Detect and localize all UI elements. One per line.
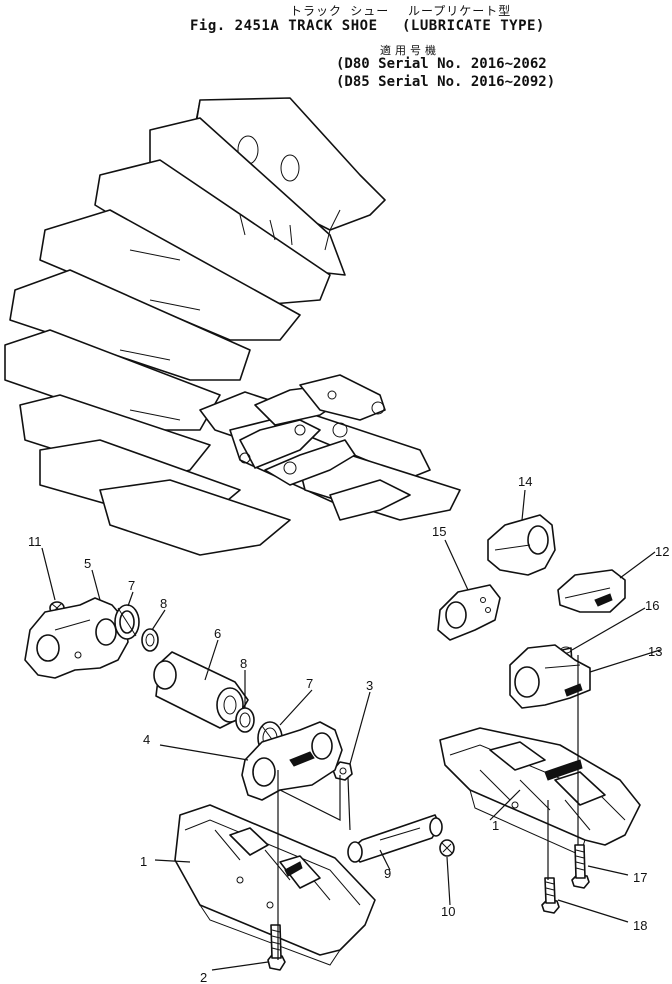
callout-1-right: 1	[492, 818, 499, 833]
callout-8-right: 8	[240, 656, 247, 671]
part-1-shoe-left	[174, 804, 376, 966]
figure-title: Fig. 2451A TRACK SHOE	[190, 18, 378, 34]
callout-3: 3	[366, 678, 373, 693]
part-18-bolt	[541, 877, 560, 914]
callout-11: 11	[28, 534, 42, 549]
part-4-master-link	[241, 721, 343, 801]
callout-4: 4	[143, 732, 150, 747]
callout-7-right: 7	[306, 676, 313, 691]
part-9-pin	[347, 814, 443, 863]
leader-lines	[41, 489, 661, 971]
part-10-plug	[439, 839, 455, 857]
callout-12: 12	[655, 544, 669, 559]
callout-1-left: 1	[140, 854, 147, 869]
track-assembly-illustration	[4, 97, 461, 556]
callout-16: 16	[645, 598, 659, 613]
callout-6: 6	[214, 626, 221, 641]
type-label: (LUBRICATE TYPE)	[402, 18, 545, 34]
callout-18: 18	[633, 918, 647, 933]
callout-15: 15	[432, 524, 446, 539]
part-3-nut	[332, 761, 353, 781]
callout-13: 13	[648, 644, 662, 659]
callout-2: 2	[200, 970, 207, 984]
part-7-seal-left	[114, 604, 140, 640]
part-12-link-half	[557, 569, 626, 613]
type-japanese: ループリケート型	[408, 4, 512, 18]
applicable-models-japanese: 適用号機	[380, 44, 440, 57]
assembly-guide-lines	[277, 655, 579, 960]
callout-17: 17	[633, 870, 647, 885]
title-japanese: トラック シュー	[290, 4, 390, 18]
part-15-link-half	[437, 584, 501, 641]
part-1-shoe-right	[439, 727, 641, 856]
serial-line-d85: (D85 Serial No. 2016~2092)	[336, 74, 556, 90]
callout-7-left: 7	[128, 578, 135, 593]
part-6-bushing	[153, 651, 249, 729]
callout-14: 14	[518, 474, 532, 489]
callout-10: 10	[441, 904, 455, 919]
part-8-ring-left	[141, 628, 159, 652]
part-5-link	[24, 597, 129, 679]
part-14-link-half	[487, 514, 556, 576]
part-8-ring-right	[235, 707, 255, 733]
serial-line-d80: (D80 Serial No. 2016~2062	[336, 56, 547, 72]
callout-9: 9	[384, 866, 391, 881]
callout-5: 5	[84, 556, 91, 571]
part-13-master-link-half	[509, 644, 591, 709]
callout-labels: 1 1 2 3 4 5 6 7 7 8 8 9 10 11 12 13 14 1…	[28, 474, 669, 984]
callout-8-left: 8	[160, 596, 167, 611]
part-17-bolt	[571, 844, 590, 889]
